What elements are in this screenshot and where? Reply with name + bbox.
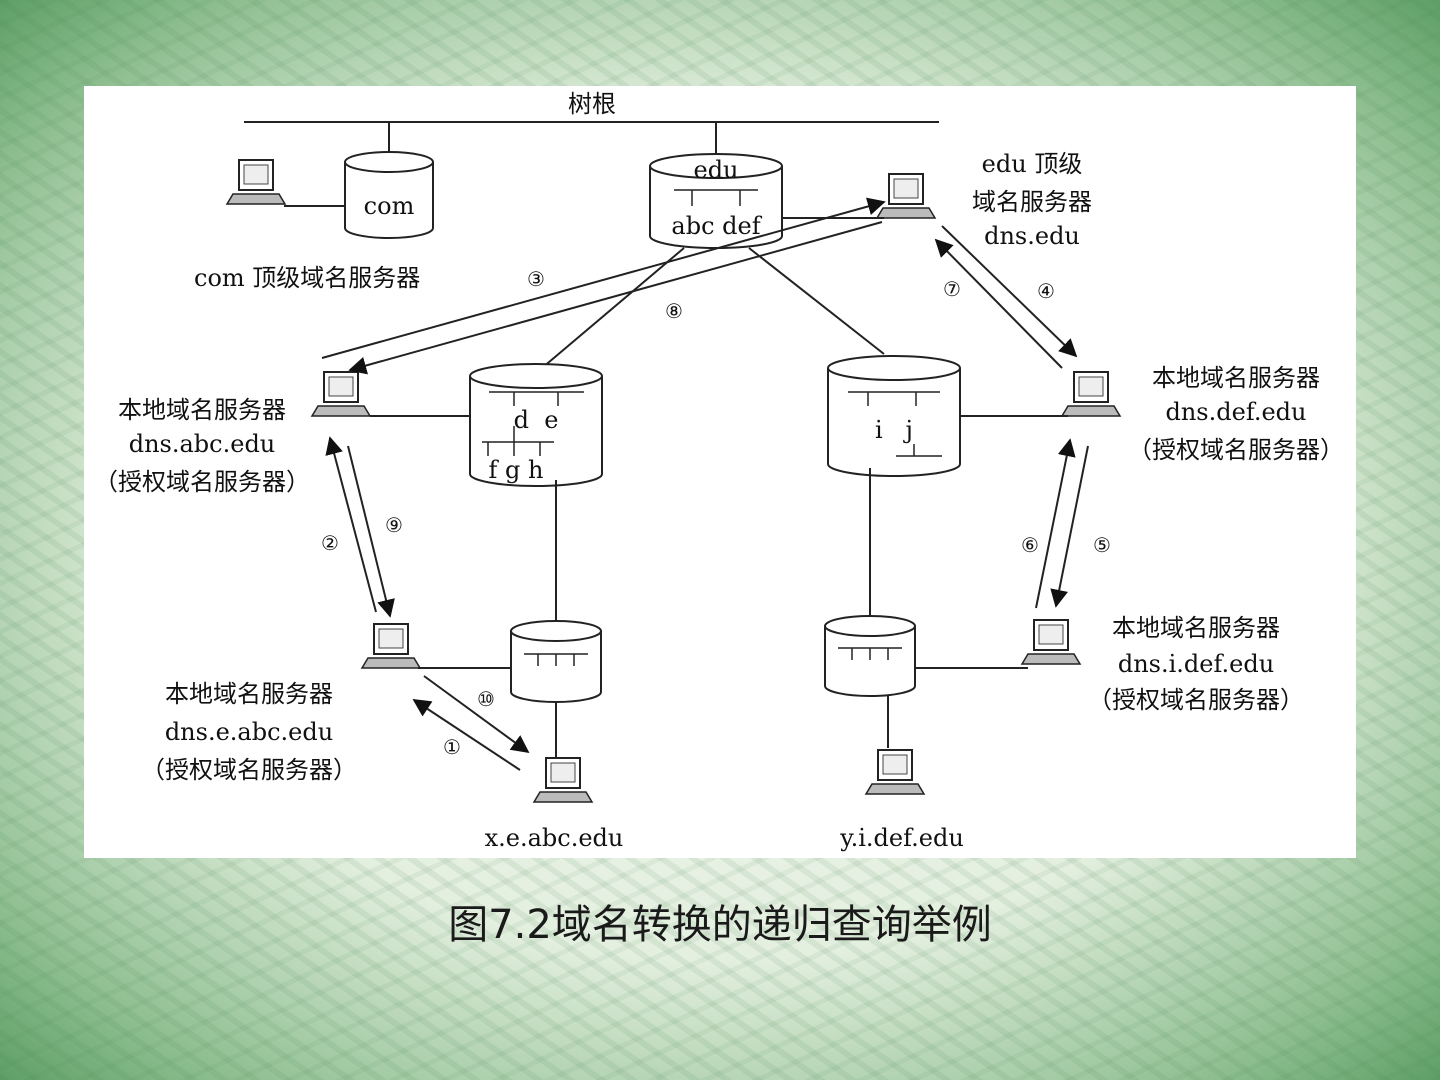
arrow-step-8 — [348, 221, 883, 375]
step-6-label: ⑥ — [1021, 533, 1039, 557]
host-y-computer-icon — [865, 749, 925, 795]
step-1-label: ① — [443, 735, 461, 759]
step-8-label: ⑧ — [665, 299, 683, 323]
abc-database-icon — [469, 363, 603, 487]
arrow-step-1 — [412, 699, 521, 771]
i-server-computer-icon — [1021, 619, 1081, 665]
com-db-label: com — [364, 192, 415, 220]
arrow-step-7 — [934, 238, 1063, 369]
host-y-label: y.i.def.edu — [839, 824, 964, 852]
step-9-label: ⑨ — [385, 513, 403, 537]
arrow-step-9 — [347, 445, 395, 618]
e-server-line2: dns.e.abc.edu — [165, 718, 333, 746]
e-server-computer-icon — [361, 623, 421, 669]
abc-server-line2: dns.abc.edu — [129, 430, 276, 458]
dns-diagram: 树根 com com 顶级域名服务器 edu abc def edu 顶级 域名… — [94, 90, 1344, 852]
def-server-line2: dns.def.edu — [1165, 398, 1306, 426]
i-server-line1: 本地域名服务器 — [1112, 614, 1280, 642]
def-server-line3: （授权域名服务器） — [1128, 436, 1344, 464]
abc-server-line1: 本地域名服务器 — [118, 396, 286, 424]
step-2-label: ② — [321, 531, 339, 555]
host-x-label: x.e.abc.edu — [485, 824, 624, 852]
figure-caption: 图7.2域名转换的递归查询举例 — [448, 902, 992, 948]
com-server-label: com 顶级域名服务器 — [194, 264, 420, 292]
e-server-line3: （授权域名服务器） — [141, 756, 357, 784]
edu-db-top-label: edu — [693, 156, 738, 184]
step-10-label: ⑩ — [477, 687, 495, 711]
def-db-row1-label: i j — [875, 416, 913, 444]
edu-db-bottom-label: abc def — [671, 212, 762, 240]
arrow-step-5 — [1050, 445, 1089, 608]
edu-server-line3: dns.edu — [984, 222, 1080, 250]
abc-db-row2-label: f g h — [489, 456, 544, 484]
abc-server-computer-icon — [311, 371, 371, 417]
abc-server-line3: （授权域名服务器） — [94, 468, 310, 496]
i-server-line3: （授权域名服务器） — [1088, 686, 1304, 714]
def-server-line1: 本地域名服务器 — [1152, 364, 1320, 392]
def-server-computer-icon — [1061, 371, 1121, 417]
host-x-computer-icon — [533, 757, 593, 803]
i-database-icon — [824, 615, 916, 697]
abc-db-row1-label: d e — [514, 406, 559, 434]
edu-database-icon — [649, 153, 783, 249]
e-server-line1: 本地域名服务器 — [165, 680, 333, 708]
step-7-label: ⑦ — [943, 277, 961, 301]
step-3-label: ③ — [527, 267, 545, 291]
tree-root-label: 树根 — [568, 90, 616, 118]
def-database-icon — [827, 355, 961, 477]
edu-to-def-edge — [748, 247, 885, 355]
com-database-icon — [344, 151, 434, 239]
com-server-computer-icon — [226, 159, 286, 205]
edu-server-computer-icon — [876, 173, 936, 219]
arrow-step-2 — [325, 436, 377, 613]
e-database-icon — [510, 620, 602, 703]
edu-server-line1: edu 顶级 — [982, 150, 1083, 178]
edu-to-abc-edge — [541, 247, 685, 369]
step-4-label: ④ — [1037, 279, 1055, 303]
i-server-line2: dns.i.def.edu — [1118, 650, 1274, 678]
arrow-step-10 — [423, 675, 530, 754]
arrow-step-3 — [321, 197, 886, 359]
step-5-label: ⑤ — [1093, 533, 1111, 557]
dns-recursive-query-figure: 树根 com com 顶级域名服务器 edu abc def edu 顶级 域名… — [84, 86, 1356, 858]
arrow-step-4 — [941, 225, 1078, 358]
arrow-step-6 — [1035, 438, 1076, 609]
edu-server-line2: 域名服务器 — [972, 188, 1092, 216]
